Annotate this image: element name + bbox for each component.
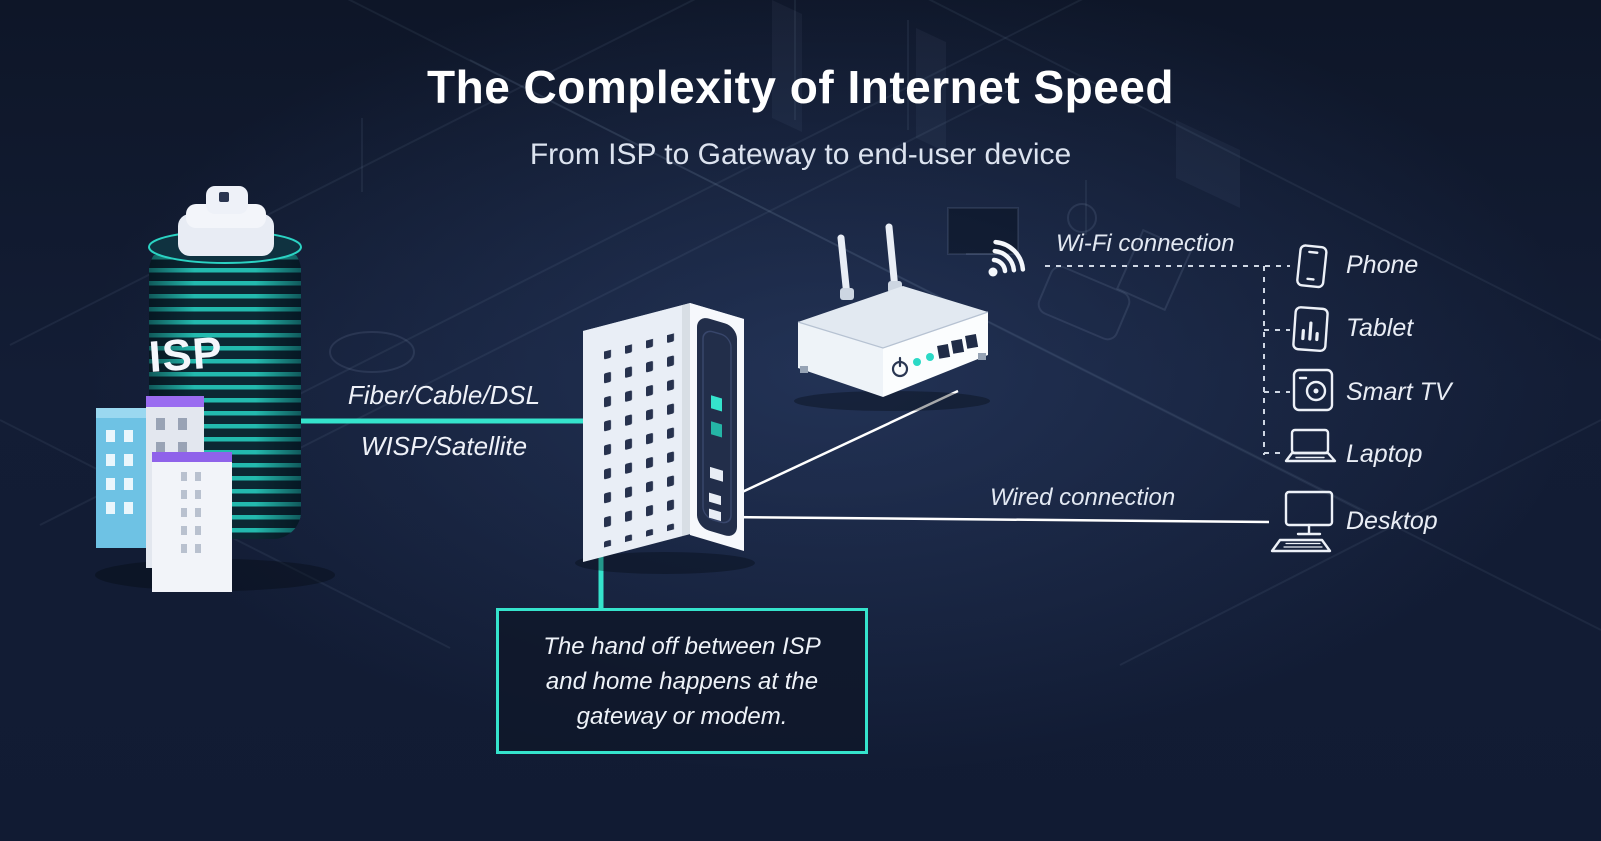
modem-to-router-line [722,389,959,503]
floorplan-walls [772,0,1240,208]
device-label-tablet: Tablet [1346,314,1414,342]
modem [575,303,755,574]
isp-link-label-bottom: WISP/Satellite [360,431,528,461]
isp-link-label-top: Fiber/Cable/DSL [347,380,541,410]
router-antenna-right [885,223,902,293]
modem-port-3 [709,508,721,522]
tablet-icon [1292,306,1329,352]
router-left-face [798,322,883,397]
desktop-icon [1270,490,1334,553]
wifi-connection-label: Wi-Fi connection [1056,230,1235,257]
modem-port-2 [709,492,721,506]
device-label-laptop: Laptop [1346,440,1423,468]
callout-text: The hand off between ISP and home happen… [543,632,821,730]
modem-port-1 [710,466,723,482]
router-ports [937,334,979,359]
router-foot-right [978,353,986,360]
laptop-icon [1284,428,1337,463]
modem-led-2 [711,421,722,438]
wired-connection-label: Wired connection [990,484,1176,511]
router-shadow [794,391,990,411]
router-led-1 [913,358,921,366]
smart-tv-icon [1292,368,1334,412]
floorplan-lines [0,0,1601,666]
wifi-dashed-lines [1045,265,1290,455]
modem-shadow [575,552,755,574]
device-label-smart-tv: Smart TV [1346,378,1452,406]
device-label-phone: Phone [1346,251,1419,279]
router-led-2 [926,353,934,361]
wifi-signal-icon [988,239,1026,277]
page-title: The Complexity of Internet Speed [427,61,1174,113]
isp-label: ISP [147,328,224,382]
router-right-face [883,312,988,397]
router-power-icon [891,356,909,378]
isp-building: ISP [95,186,335,592]
router-antenna-left [837,234,854,300]
isp-roof-unit [178,186,274,256]
device-label-desktop: Desktop [1346,507,1438,535]
modem-front-face [583,303,690,562]
page-subtitle: From ISP to Gateway to end-user device [529,138,1072,171]
device-icons [1270,244,1337,553]
router [794,223,990,411]
modem-led-1 [711,395,722,412]
router-top-face [798,286,988,348]
modem-side-panel [690,303,744,551]
router-foot-left [800,366,808,373]
callout-box: The hand off between ISP and home happen… [496,608,868,754]
modem-to-desktop-line [722,515,1270,524]
connection-lines [300,265,1290,611]
city-buildings [96,396,232,592]
phone-icon [1296,244,1328,289]
floorplan-furniture [329,203,1193,373]
